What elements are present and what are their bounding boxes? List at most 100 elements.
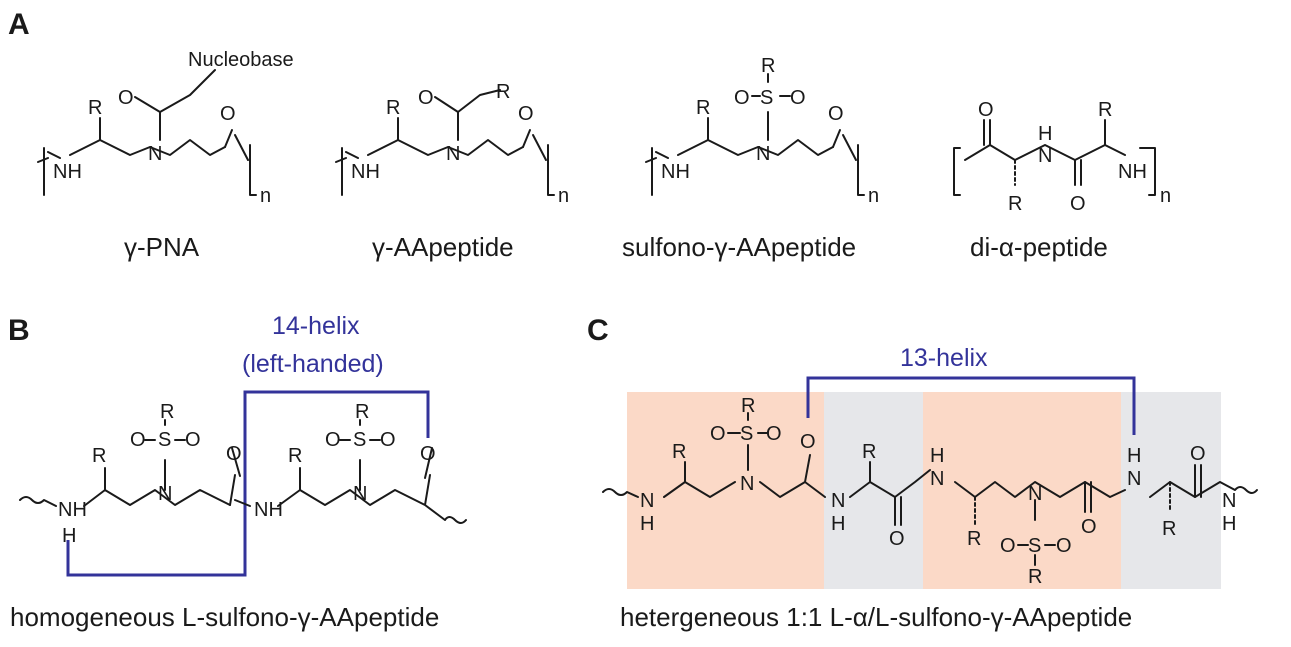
atom-r: R — [288, 445, 302, 467]
atom-r: R — [967, 528, 981, 550]
atom-r: R — [741, 395, 755, 417]
atom-nh: NH — [351, 161, 380, 183]
atom-nh: NH — [254, 499, 283, 521]
structure-sulfono-gamma-aapeptide: R NH N S O O R O n — [645, 55, 879, 207]
atom-nh: NH — [53, 161, 82, 183]
repeat-subscript-n: n — [260, 185, 271, 207]
atom-n: N — [1222, 490, 1236, 512]
atom-r: R — [1162, 518, 1176, 540]
atom-o: O — [1070, 193, 1086, 215]
atom-r: R — [1098, 99, 1112, 121]
atom-o: O — [518, 103, 534, 125]
atom-h: H — [1038, 123, 1052, 145]
helix-title-14: 14-helix — [272, 312, 360, 340]
atom-r: R — [92, 445, 106, 467]
caption-gamma-aapeptide: γ-AApeptide — [372, 232, 514, 262]
structure-di-alpha-peptide: O R H N O R NH n — [953, 99, 1171, 215]
nucleobase-label: Nucleobase — [188, 49, 294, 71]
atom-s: S — [1028, 535, 1041, 557]
atom-o: O — [1081, 516, 1097, 538]
atom-s: S — [760, 87, 773, 109]
caption-gamma-pna: γ-PNA — [124, 232, 200, 262]
caption-di-alpha-peptide: di-α-peptide — [970, 232, 1108, 262]
atom-n: N — [640, 490, 654, 512]
helix-bracket-13 — [806, 376, 1136, 435]
atom-o: O — [790, 87, 806, 109]
atom-n: N — [353, 483, 367, 505]
structure-homogeneous-sulfono: R NH H N S O O R O NH R N S O O R O — [19, 401, 467, 547]
atom-o: O — [889, 528, 905, 550]
atom-o: O — [130, 429, 146, 451]
atom-r: R — [862, 441, 876, 463]
atom-n: N — [158, 483, 172, 505]
atom-h: H — [831, 513, 845, 535]
repeat-subscript-n: n — [558, 185, 569, 207]
atom-r: R — [672, 441, 686, 463]
structure-gamma-pna: R NH N O O n Nucleobase — [37, 49, 294, 207]
atom-o: O — [118, 87, 134, 109]
atom-o: O — [800, 431, 816, 453]
atom-n: N — [1038, 145, 1052, 167]
atom-n: N — [1127, 468, 1141, 490]
atom-r: R — [386, 97, 400, 119]
atom-o: O — [325, 429, 341, 451]
atom-r: R — [696, 97, 710, 119]
atom-n: N — [756, 143, 770, 165]
helix-subtitle-left-handed: (left-handed) — [242, 350, 384, 378]
atom-n: N — [148, 143, 162, 165]
atom-o: O — [734, 87, 750, 109]
atom-r: R — [761, 55, 775, 77]
atom-nh: NH — [58, 499, 87, 521]
caption-homogeneous: homogeneous L-sulfono-γ-AApeptide — [10, 602, 439, 632]
atom-r: R — [88, 97, 102, 119]
atom-nh: NH — [661, 161, 690, 183]
residue-highlights — [627, 392, 1221, 589]
atom-n: N — [930, 468, 944, 490]
atom-o: O — [185, 429, 201, 451]
panel-label-c: C — [587, 314, 609, 347]
atom-o: O — [420, 443, 436, 465]
atom-r: R — [1028, 566, 1042, 588]
atom-o: O — [710, 423, 726, 445]
atom-o: O — [978, 99, 994, 121]
atom-o: O — [828, 103, 844, 125]
atom-o: O — [766, 423, 782, 445]
atom-n: N — [1028, 483, 1042, 505]
repeat-subscript-n: n — [868, 185, 879, 207]
atom-h: H — [1127, 445, 1141, 467]
atom-r: R — [355, 401, 369, 423]
atom-o: O — [226, 443, 242, 465]
atom-r: R — [1008, 193, 1022, 215]
helix-bracket-14 — [66, 390, 430, 577]
atom-s: S — [353, 429, 366, 451]
atom-o: O — [1000, 535, 1016, 557]
caption-sulfono-gamma-aapeptide: sulfono-γ-AApeptide — [622, 232, 856, 262]
structure-gamma-aapeptide: R NH N O R O n — [335, 81, 569, 207]
atom-r: R — [496, 81, 510, 103]
atom-h: H — [930, 445, 944, 467]
atom-o: O — [1190, 443, 1206, 465]
atom-s: S — [740, 423, 753, 445]
atom-r: R — [160, 401, 174, 423]
atom-s: S — [158, 429, 171, 451]
atom-o: O — [1056, 535, 1072, 557]
atom-h: H — [640, 513, 654, 535]
atom-o: O — [418, 87, 434, 109]
caption-heterogeneous: hetergeneous 1:1 L-α/L-sulfono-γ-AApepti… — [620, 602, 1132, 632]
panel-label-a: A — [8, 8, 30, 41]
structure-heterogeneous: R N H N S O O R O N H R O H N R N S O O … — [602, 395, 1258, 588]
gamma-residue-box-1 — [627, 392, 824, 589]
atom-o: O — [380, 429, 396, 451]
atom-n: N — [831, 490, 845, 512]
panel-label-b: B — [8, 314, 30, 347]
atom-o: O — [220, 103, 236, 125]
alpha-residue-box-1 — [824, 392, 923, 589]
atom-h: H — [1222, 513, 1236, 535]
atom-n: N — [740, 473, 754, 495]
atom-h: H — [62, 525, 76, 547]
atom-n: N — [446, 143, 460, 165]
repeat-subscript-n: n — [1160, 185, 1171, 207]
helix-title-13: 13-helix — [900, 344, 988, 372]
gamma-residue-box-2 — [923, 392, 1121, 589]
